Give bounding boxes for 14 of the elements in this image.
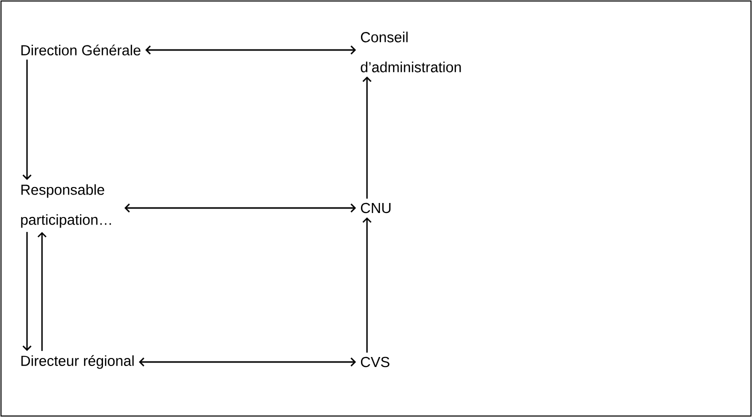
arrow bbox=[22, 60, 32, 180]
arrow bbox=[124, 204, 356, 212]
arrow bbox=[145, 46, 356, 54]
arrow bbox=[362, 217, 372, 353]
node-label: Direction Générale bbox=[21, 44, 140, 56]
node-label: CVS bbox=[360, 356, 390, 368]
node-label: Responsable participation… bbox=[21, 184, 111, 228]
arrow bbox=[38, 232, 46, 351]
arrow bbox=[362, 76, 372, 199]
node-label: Conseil d’administration bbox=[360, 32, 461, 72]
node-label: Directeur régional bbox=[21, 355, 134, 369]
node-label: CNU bbox=[360, 202, 390, 214]
arrow bbox=[138, 358, 356, 366]
arrow bbox=[22, 232, 32, 351]
